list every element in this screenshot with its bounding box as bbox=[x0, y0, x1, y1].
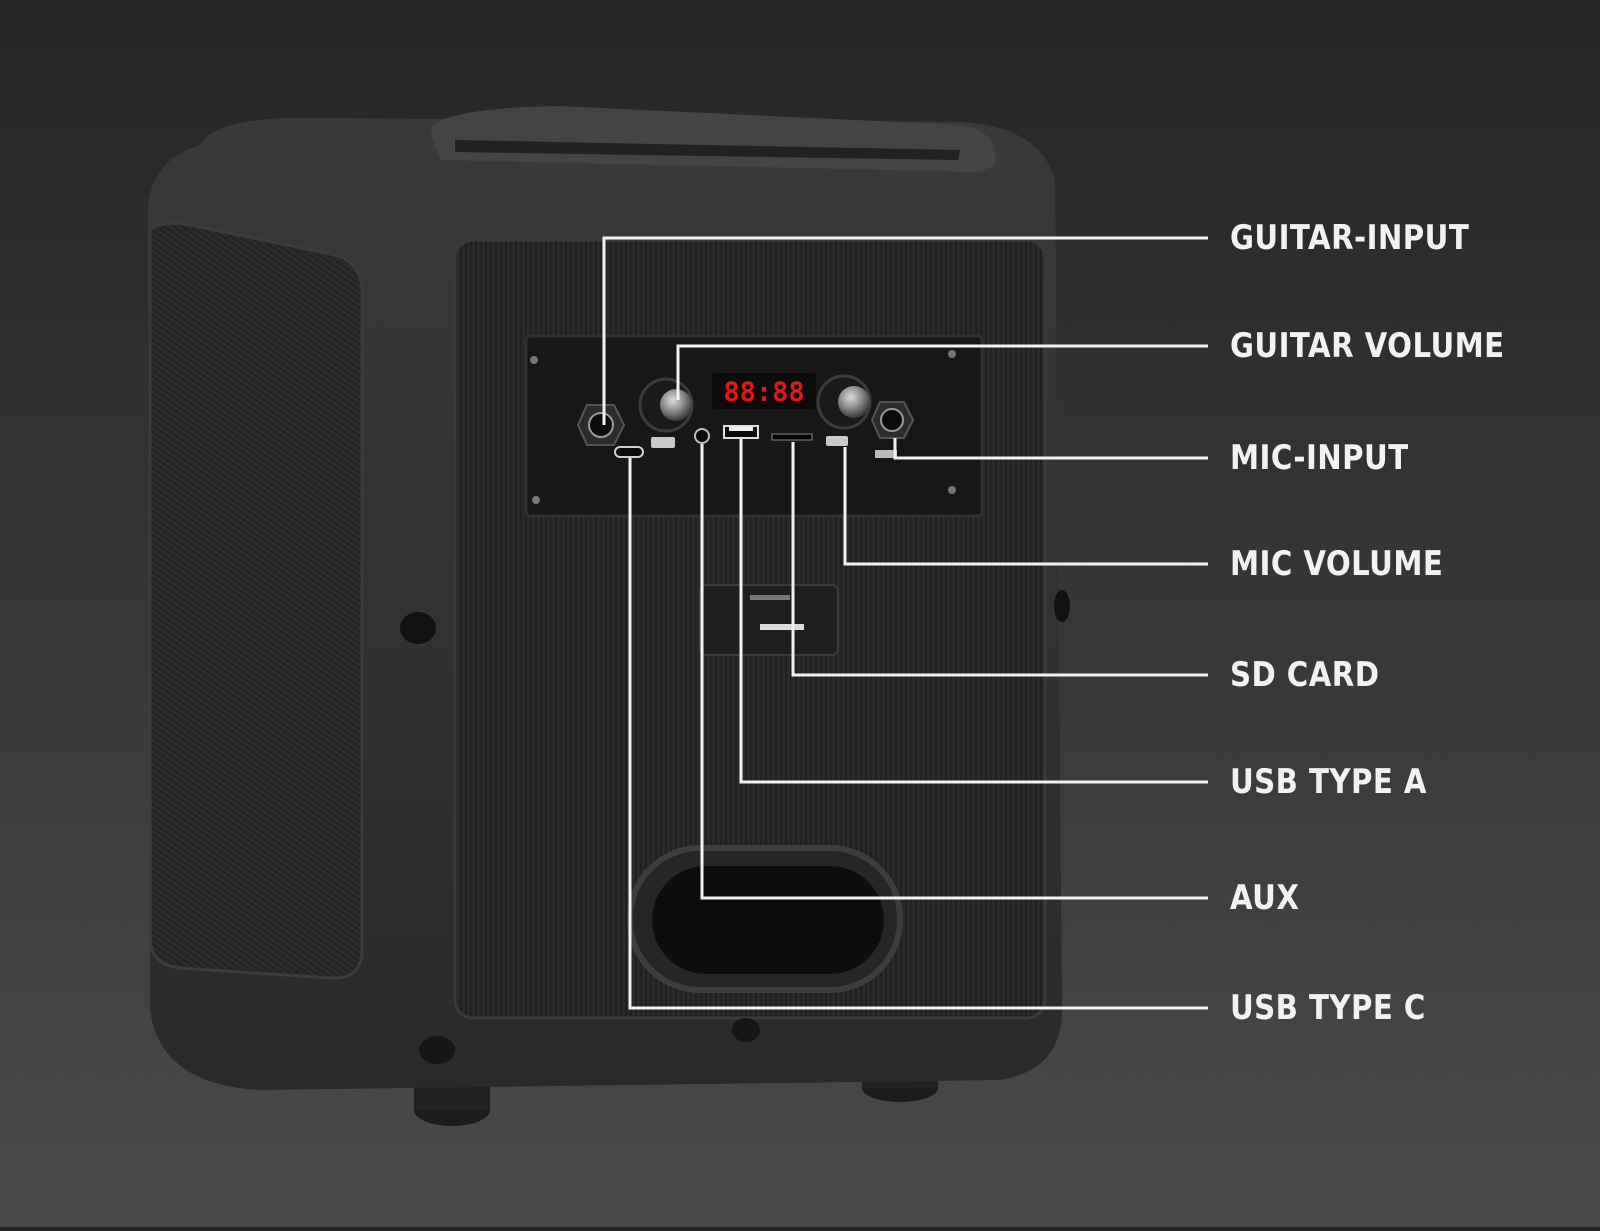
usb-type-c-label: USB TYPE C bbox=[1230, 988, 1426, 1028]
guitar-volume-knob bbox=[638, 377, 694, 433]
sd-card-label: SD CARD bbox=[1230, 655, 1380, 695]
mic-input-label: MIC-INPUT bbox=[1230, 438, 1409, 478]
leader-line-guitar-volume bbox=[676, 344, 1208, 400]
sd-card-slot bbox=[771, 433, 813, 441]
mic-volume-knob bbox=[816, 374, 872, 430]
leader-line-usb-type-a bbox=[739, 439, 1208, 784]
usb-type-a-label: USB TYPE A bbox=[1230, 762, 1427, 802]
guitar-volume-label: GUITAR VOLUME bbox=[1230, 326, 1505, 366]
speaker-body bbox=[148, 106, 1070, 1090]
guitar-input-jack bbox=[576, 404, 626, 446]
leader-line-mic-input bbox=[893, 438, 1208, 460]
mic-input-jack bbox=[870, 401, 915, 458]
usb-c-port bbox=[614, 446, 644, 458]
mic-volume-label: MIC VOLUME bbox=[1230, 544, 1444, 584]
aux-label: AUX bbox=[1230, 878, 1300, 918]
display-readout: 88:88 bbox=[723, 377, 804, 408]
aux-port bbox=[694, 428, 710, 444]
leader-line-usb-type-c bbox=[628, 458, 1208, 1010]
guitar-input-label: GUITAR-INPUT bbox=[1230, 218, 1470, 258]
function-button bbox=[826, 436, 848, 446]
leader-line-guitar-input bbox=[602, 236, 1208, 425]
led-display: 88:88 bbox=[712, 373, 816, 409]
mode-button bbox=[651, 437, 675, 448]
leader-line-mic-volume bbox=[843, 447, 1208, 566]
leader-lines bbox=[602, 236, 1208, 1010]
leader-line-aux bbox=[700, 444, 1208, 900]
leader-line-sd-card bbox=[791, 442, 1208, 677]
